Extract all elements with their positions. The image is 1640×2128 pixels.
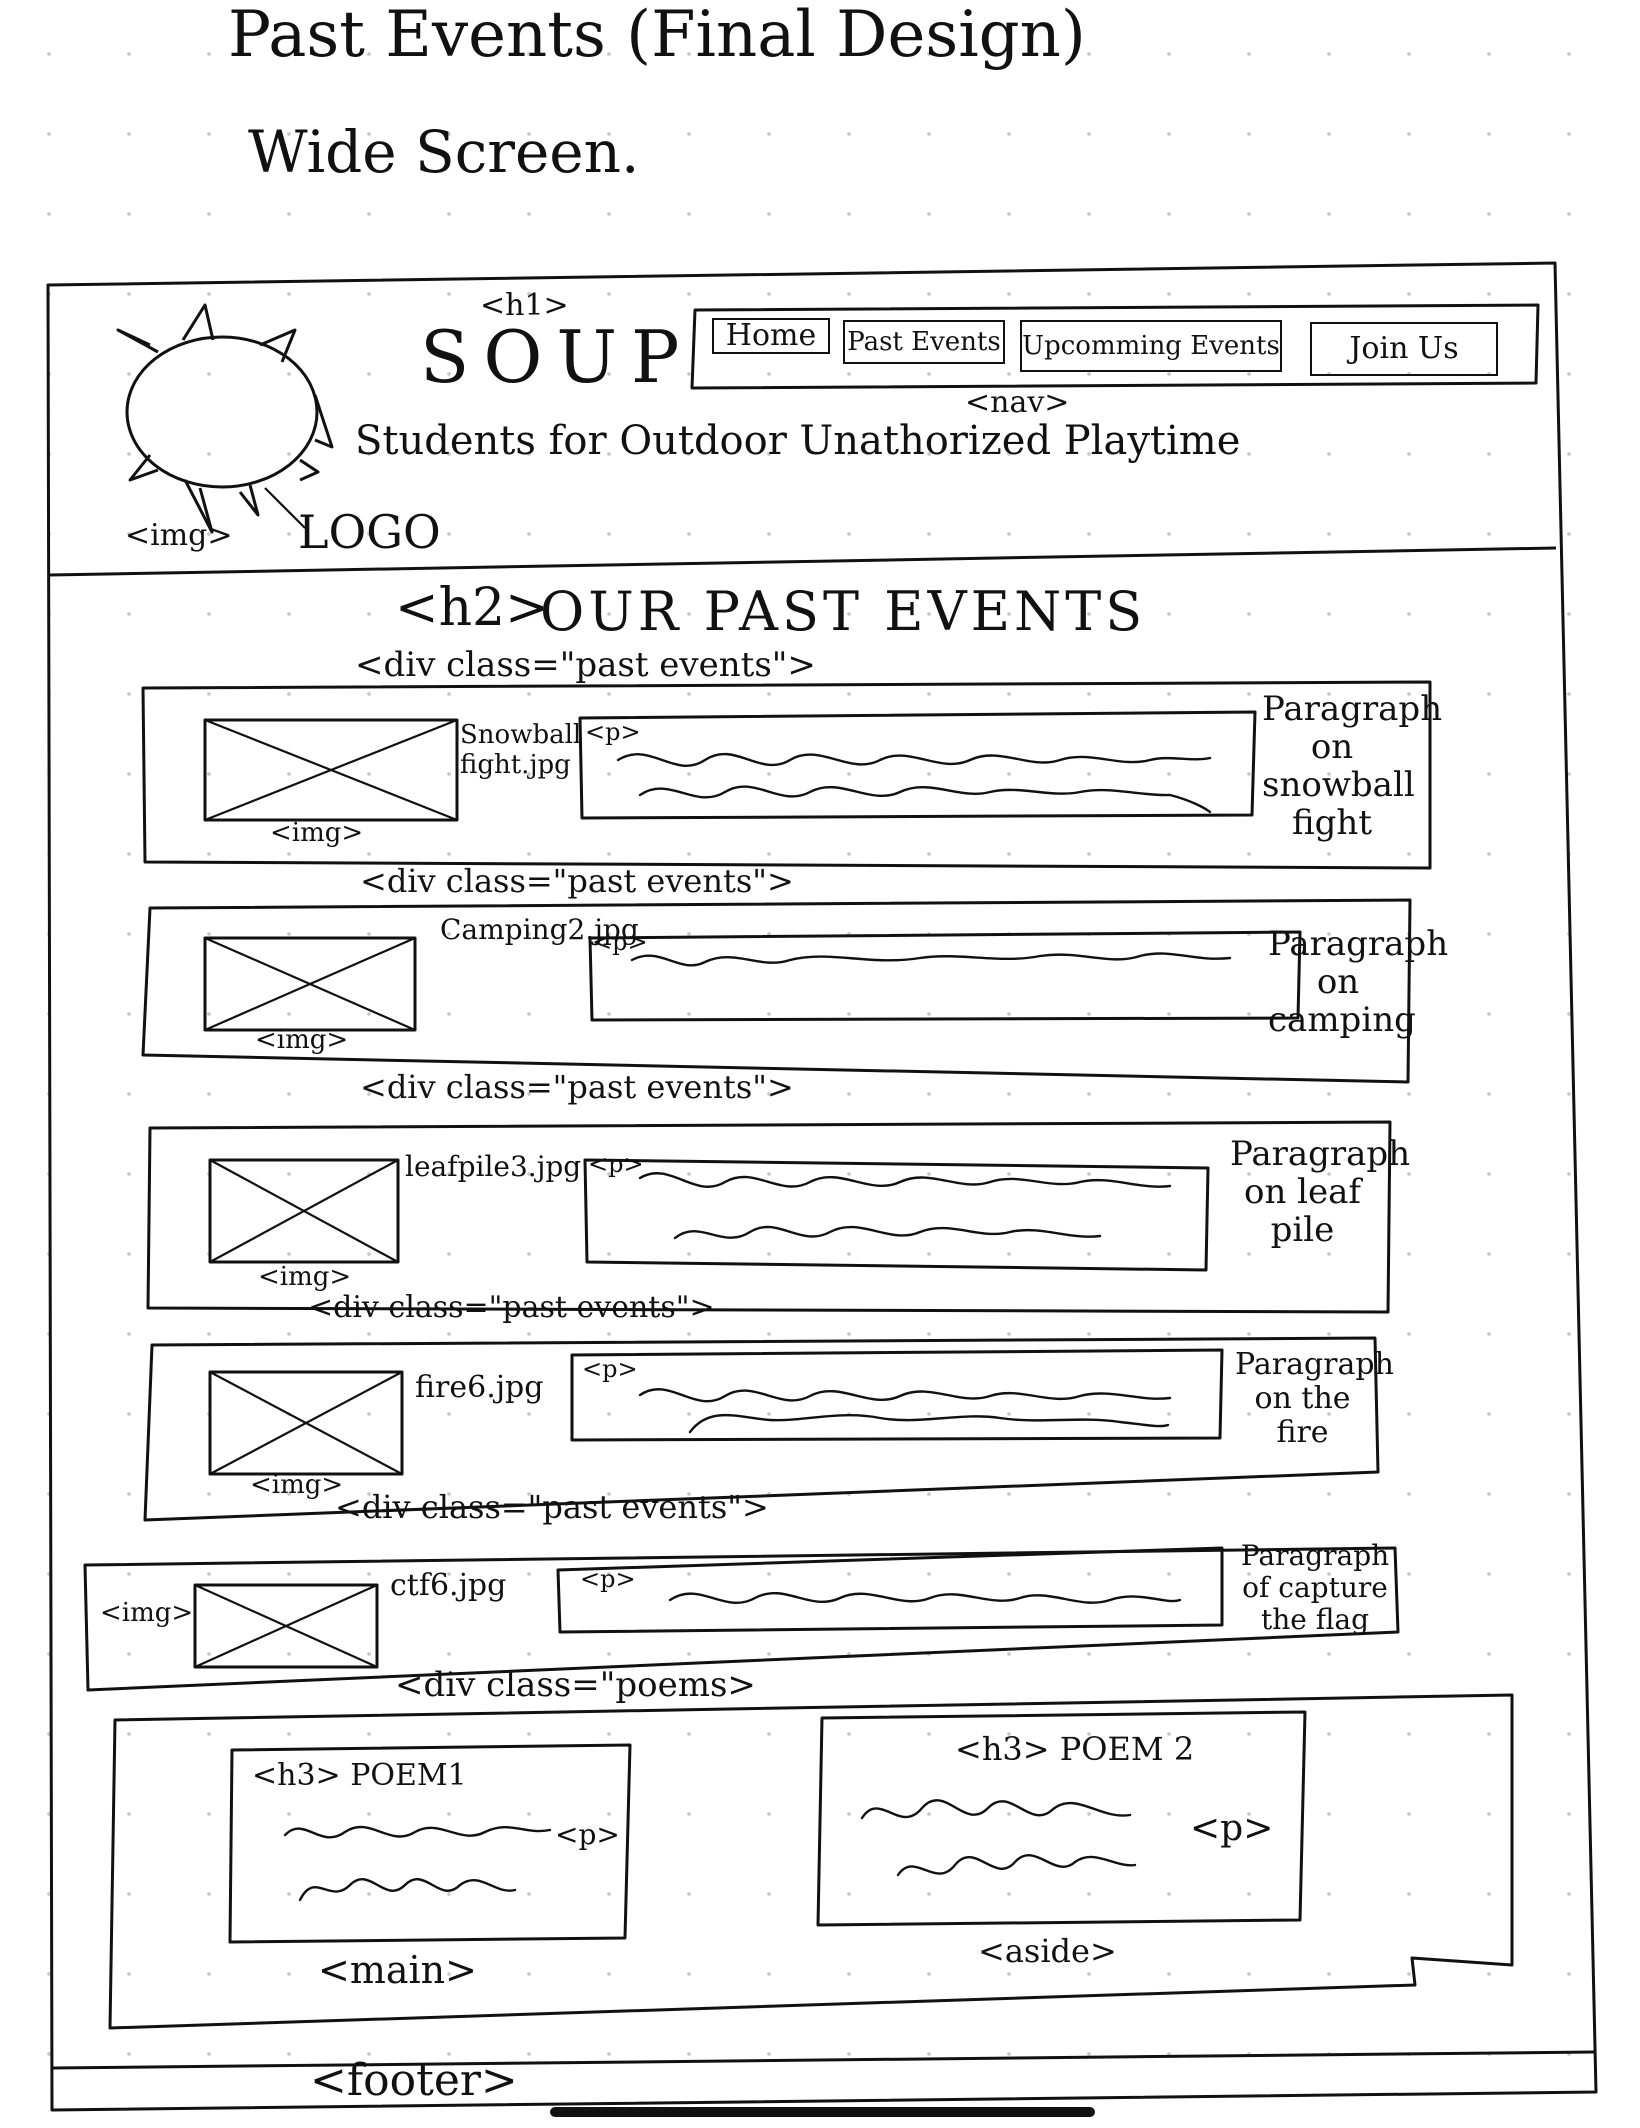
poems-div-label: <div class="poems> — [395, 1665, 756, 1705]
footer-divider — [51, 2050, 1595, 2070]
page-heading: Past Events (Final Design) — [228, 0, 1086, 72]
site-title: SOUP — [420, 315, 694, 399]
event-img-tag: <img> — [255, 1025, 349, 1055]
event-paragraph-note: Paragraph on leaf pile — [1230, 1134, 1411, 1250]
event-p-tag: <p> — [585, 718, 641, 746]
poem2-title: <h3> POEM 2 — [955, 1730, 1195, 1768]
nav-join-us[interactable]: Join Us — [1310, 322, 1498, 376]
header-divider — [49, 546, 1557, 577]
event-paragraph-note: Paragraph on camping — [1268, 924, 1449, 1040]
page-frame — [46, 261, 1598, 2112]
h1-tag-label: <h1> — [480, 288, 569, 323]
event-div-label: <div class="past events"> — [360, 862, 794, 900]
event-div-label: <div class="past events"> — [360, 1068, 794, 1106]
logo-img-tag: <img> — [125, 518, 233, 553]
event-p-tag: <p> — [588, 1150, 644, 1178]
h2-tag-label: <h2> — [395, 578, 549, 638]
nav-past-events[interactable]: Past Events — [843, 320, 1005, 364]
event-div-label: <div class="past events"> — [308, 1290, 715, 1325]
nav-frame — [690, 303, 1540, 390]
poem1-container-tag: <main> — [318, 1948, 477, 1992]
logo-label: LOGO — [298, 505, 441, 559]
event-image-filename: fire6.jpg — [415, 1370, 544, 1405]
event-div-label: <div class="past events"> — [335, 1488, 769, 1526]
event-image-filename: Snowball fight.jpg — [460, 720, 582, 780]
poem2-container-tag: <aside> — [978, 1932, 1117, 1970]
nav-tag-label: <nav> — [965, 385, 1070, 420]
site-tagline: Students for Outdoor Unathorized Playtim… — [355, 418, 1241, 464]
sun-logo-icon — [116, 303, 334, 534]
poem1-title: <h3> POEM1 — [252, 1758, 467, 1793]
poem2-p-tag: <p> — [1190, 1808, 1274, 1849]
event-image-placeholder-2 — [203, 936, 417, 1032]
event-image-filename: ctf6.jpg — [390, 1568, 507, 1603]
event-paragraph-note: Paragraph on snowball fight — [1262, 689, 1443, 843]
event-image-placeholder-4 — [208, 1370, 404, 1476]
event-div-label: <div class="past events"> — [355, 645, 816, 685]
footer-tag-label: <footer> — [310, 2055, 518, 2106]
page-subheading: Wide Screen. — [248, 118, 640, 186]
event-img-tag: <img> — [100, 1598, 194, 1628]
nav-home[interactable]: Home — [712, 318, 830, 354]
event-image-placeholder-5 — [193, 1583, 379, 1669]
event-p-tag: <p> — [580, 1565, 636, 1593]
event-img-tag: <img> — [270, 818, 364, 848]
event-image-filename: Camping2.jpg — [440, 913, 639, 946]
event-image-filename: leafpile3.jpg — [405, 1150, 582, 1183]
event-p-tag: <p> — [582, 1355, 638, 1383]
event-img-tag: <img> — [258, 1262, 352, 1292]
home-indicator — [550, 2107, 1095, 2117]
event-image-placeholder-1 — [203, 718, 459, 822]
event-p-tag: <p> — [592, 928, 648, 956]
poems-container — [108, 1693, 1514, 2030]
event-image-placeholder-3 — [208, 1158, 400, 1264]
poem1-p-tag: <p> — [555, 1818, 620, 1851]
nav-upcoming-events[interactable]: Upcomming Events — [1020, 320, 1282, 372]
event-paragraph-note: Paragraph of capture the flag — [1240, 1539, 1390, 1636]
event-img-tag: <img> — [250, 1470, 344, 1500]
section-title: OUR PAST EVENTS — [540, 580, 1147, 643]
event-paragraph-note: Paragraph on the fire — [1235, 1347, 1394, 1450]
